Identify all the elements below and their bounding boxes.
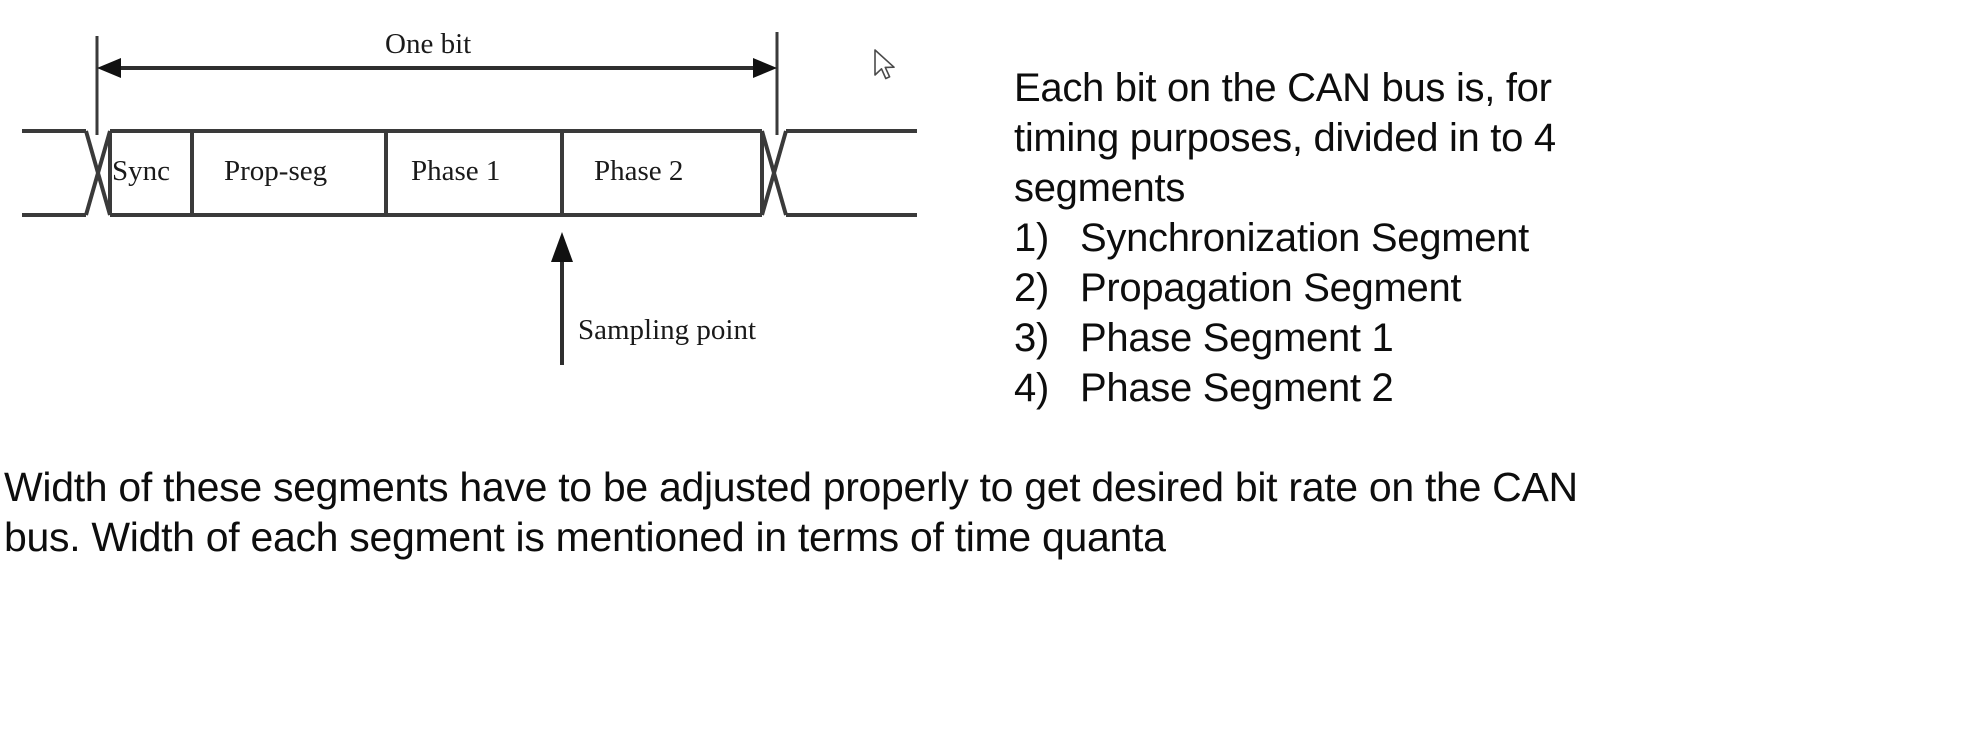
segment-label-sync: Sync <box>112 155 170 187</box>
sampling-point-label: Sampling point <box>578 314 757 346</box>
bit-segment-boxes <box>108 129 764 217</box>
segment-label-phase-1: Phase 1 <box>411 155 501 187</box>
list-item: 3) Phase Segment 1 <box>1014 313 1964 363</box>
list-item-label: Phase Segment 2 <box>1080 366 1394 410</box>
list-item: 4) Phase Segment 2 <box>1014 363 1964 413</box>
list-item-label: Synchronization Segment <box>1080 216 1529 260</box>
can-bit-timing-diagram: One bit Sampling point Sync Prop-seg Pha… <box>0 0 990 480</box>
list-item-number: 3) <box>1014 316 1049 360</box>
diagram-svg <box>22 32 917 365</box>
list-item-label: Propagation Segment <box>1080 266 1462 310</box>
list-item-number: 2) <box>1014 266 1049 310</box>
list-item-label: Phase Segment 1 <box>1080 316 1394 360</box>
sampling-point-arrow <box>551 232 573 365</box>
intro-line-2: timing purposes, divided in to 4 <box>1014 116 1556 160</box>
one-bit-dimension-arrow <box>97 58 777 78</box>
bottom-text-block: Width of these segments have to be adjus… <box>4 462 1964 562</box>
intro-line-1: Each bit on the CAN bus is, for <box>1014 66 1552 110</box>
bottom-line-2: bus. Width of each segment is mentioned … <box>4 514 1166 560</box>
segment-label-phase-2: Phase 2 <box>594 155 684 187</box>
segment-list: 1) Synchronization Segment 2) Propagatio… <box>1014 213 1964 413</box>
list-item: 2) Propagation Segment <box>1014 263 1964 313</box>
list-item-number: 1) <box>1014 216 1049 260</box>
bus-waveform <box>22 129 917 217</box>
intro-line-3: segments <box>1014 166 1186 210</box>
list-item: 1) Synchronization Segment <box>1014 213 1964 263</box>
one-bit-label: One bit <box>385 28 472 60</box>
right-text-block: Each bit on the CAN bus is, for timing p… <box>1014 63 1964 413</box>
list-item-number: 4) <box>1014 366 1049 410</box>
bottom-line-1: Width of these segments have to be adjus… <box>4 464 1578 510</box>
segment-label-prop-seg: Prop-seg <box>224 155 328 187</box>
